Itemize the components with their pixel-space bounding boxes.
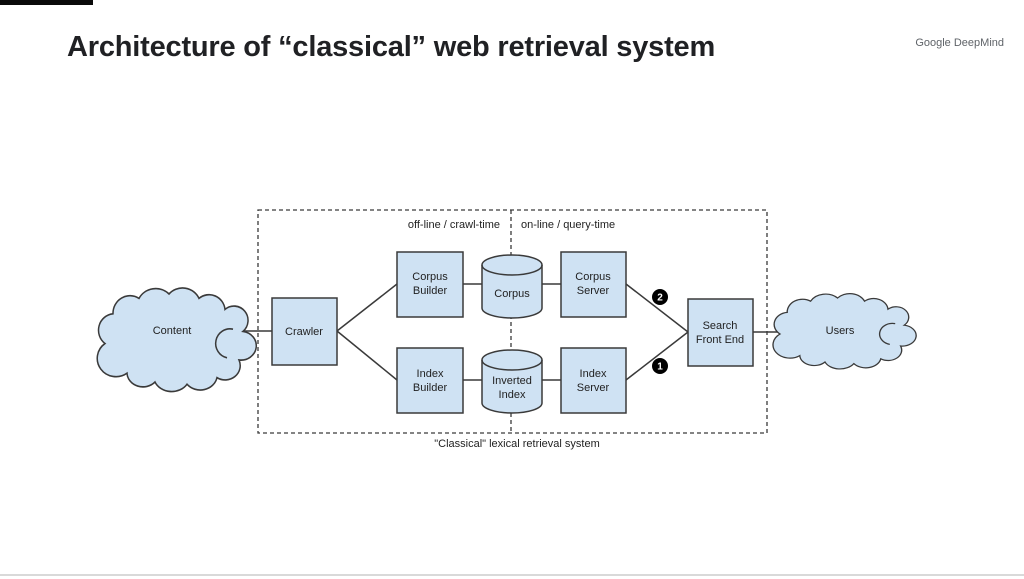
corpus-cylinder <box>481 254 543 319</box>
top-left-artifact-bar <box>0 0 93 5</box>
svg-text:1: 1 <box>657 362 663 373</box>
corpus-server-label-line2: Server <box>577 285 610 297</box>
corpus-label: Corpus <box>494 288 530 300</box>
index-builder-box <box>396 347 464 414</box>
corpus-server-box <box>560 251 627 318</box>
index-server-box <box>560 347 627 414</box>
page-title: Architecture of “classical” web retrieva… <box>67 31 716 63</box>
system-caption: "Classical" lexical retrieval system <box>434 438 600 450</box>
index-builder-label-line2: Builder <box>413 382 448 394</box>
system-boundary <box>257 209 768 434</box>
index-server-label-line1: Index <box>580 368 607 380</box>
search-front-end-box <box>687 298 754 367</box>
online-zone-label: on-line / query-time <box>521 219 615 231</box>
svg-text:2: 2 <box>657 293 663 304</box>
corpus-server-label-line1: Corpus <box>575 271 611 283</box>
corpus-builder-label-line2: Builder <box>413 285 448 297</box>
offline-zone-label: off-line / crawl-time <box>408 219 500 231</box>
badge-corpus-flow: 2 <box>652 289 668 305</box>
crawler-label: Crawler <box>285 326 323 338</box>
edge-corpus-server-search-front-end <box>625 283 689 333</box>
edge-crawler-corpus-builder <box>336 283 398 332</box>
crawler-box <box>271 297 338 366</box>
index-builder-label-line1: Index <box>417 368 444 380</box>
inverted-index-label-line2: Index <box>499 389 526 401</box>
edge-crawler-index-builder <box>336 330 398 381</box>
corpus-builder-box <box>396 251 464 318</box>
content-cloud <box>96 287 258 393</box>
index-server-label-line2: Server <box>577 382 610 394</box>
search-front-end-label-line1: Search <box>703 320 738 332</box>
badge-index-flow: 1 <box>652 358 668 374</box>
content-label: Content <box>153 325 192 337</box>
edge-index-server-search-front-end <box>625 331 689 381</box>
inverted-index-label-line1: Inverted <box>492 375 532 387</box>
corpus-builder-label-line1: Corpus <box>412 271 448 283</box>
users-label: Users <box>826 325 855 337</box>
brand-logo: Google DeepMind <box>915 37 1004 49</box>
bottom-divider <box>0 574 1024 576</box>
inverted-index-cylinder <box>481 349 543 414</box>
search-front-end-label-line2: Front End <box>696 334 744 346</box>
